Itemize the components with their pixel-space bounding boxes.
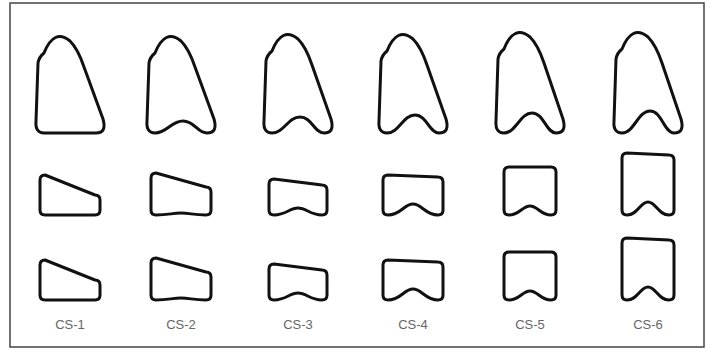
stage-label: CS-5: [515, 318, 545, 331]
stage-label: CS-1: [55, 318, 85, 331]
stage-label: CS-6: [633, 318, 663, 331]
c4-outline: [40, 260, 100, 300]
stage-label: CS-4: [398, 318, 428, 331]
frame-border: [10, 3, 704, 347]
c4-outline: [504, 252, 556, 300]
c3-outline: [383, 175, 443, 215]
c2-outline: [379, 35, 447, 133]
c2-outline: [264, 35, 332, 133]
c3-outline: [269, 179, 327, 215]
c3-outline: [504, 167, 556, 215]
c4-outline: [383, 260, 443, 300]
c4-outline: [151, 258, 211, 300]
c3-outline: [40, 175, 100, 215]
c4-outline: [622, 238, 674, 300]
c2-outline: [614, 33, 682, 133]
c2-outline: [496, 33, 564, 133]
stage-label: CS-2: [166, 318, 196, 331]
vertebra-outlines: [36, 33, 682, 300]
c3-outline: [151, 173, 211, 215]
c2-outline: [36, 37, 104, 133]
stage-label: CS-3: [283, 318, 313, 331]
c2-outline: [147, 37, 215, 133]
c4-outline: [269, 264, 327, 300]
c3-outline: [622, 153, 674, 215]
